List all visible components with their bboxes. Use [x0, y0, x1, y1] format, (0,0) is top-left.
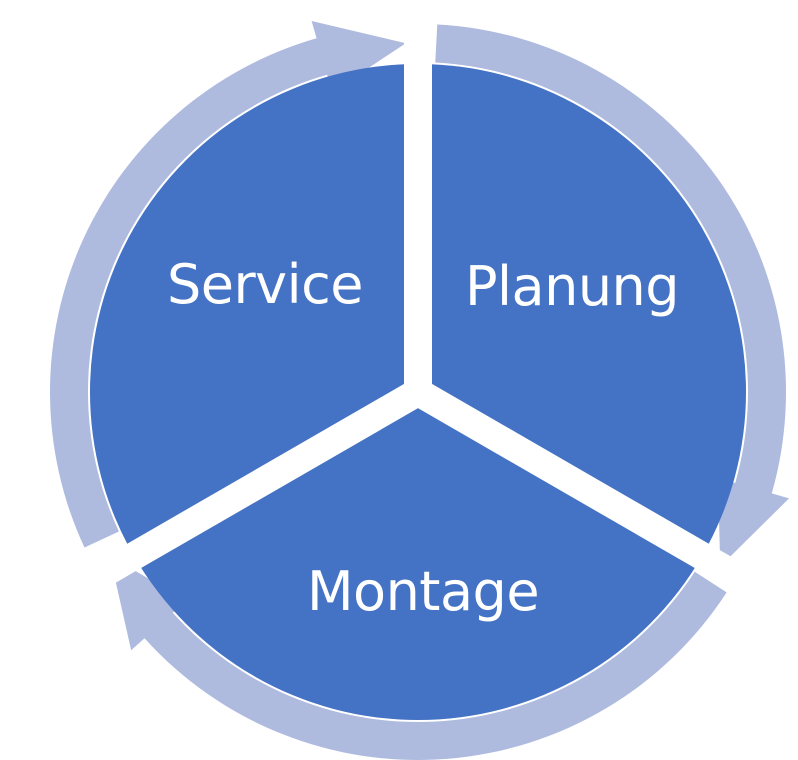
segment-label-service: Service [166, 253, 364, 316]
cycle-segments [64, 0, 772, 721]
segment-separator [64, 379, 426, 605]
segment-separator [410, 379, 772, 605]
cycle-arrows [50, 20, 790, 760]
arrow-service-to-planung [50, 20, 406, 548]
center-hub [404, 378, 432, 406]
segment-label-montage: Montage [306, 560, 540, 623]
arrow-montage-to-service [109, 555, 727, 760]
segment-label-planung: Planung [464, 255, 680, 318]
arrow-planung-to-montage [435, 24, 790, 567]
